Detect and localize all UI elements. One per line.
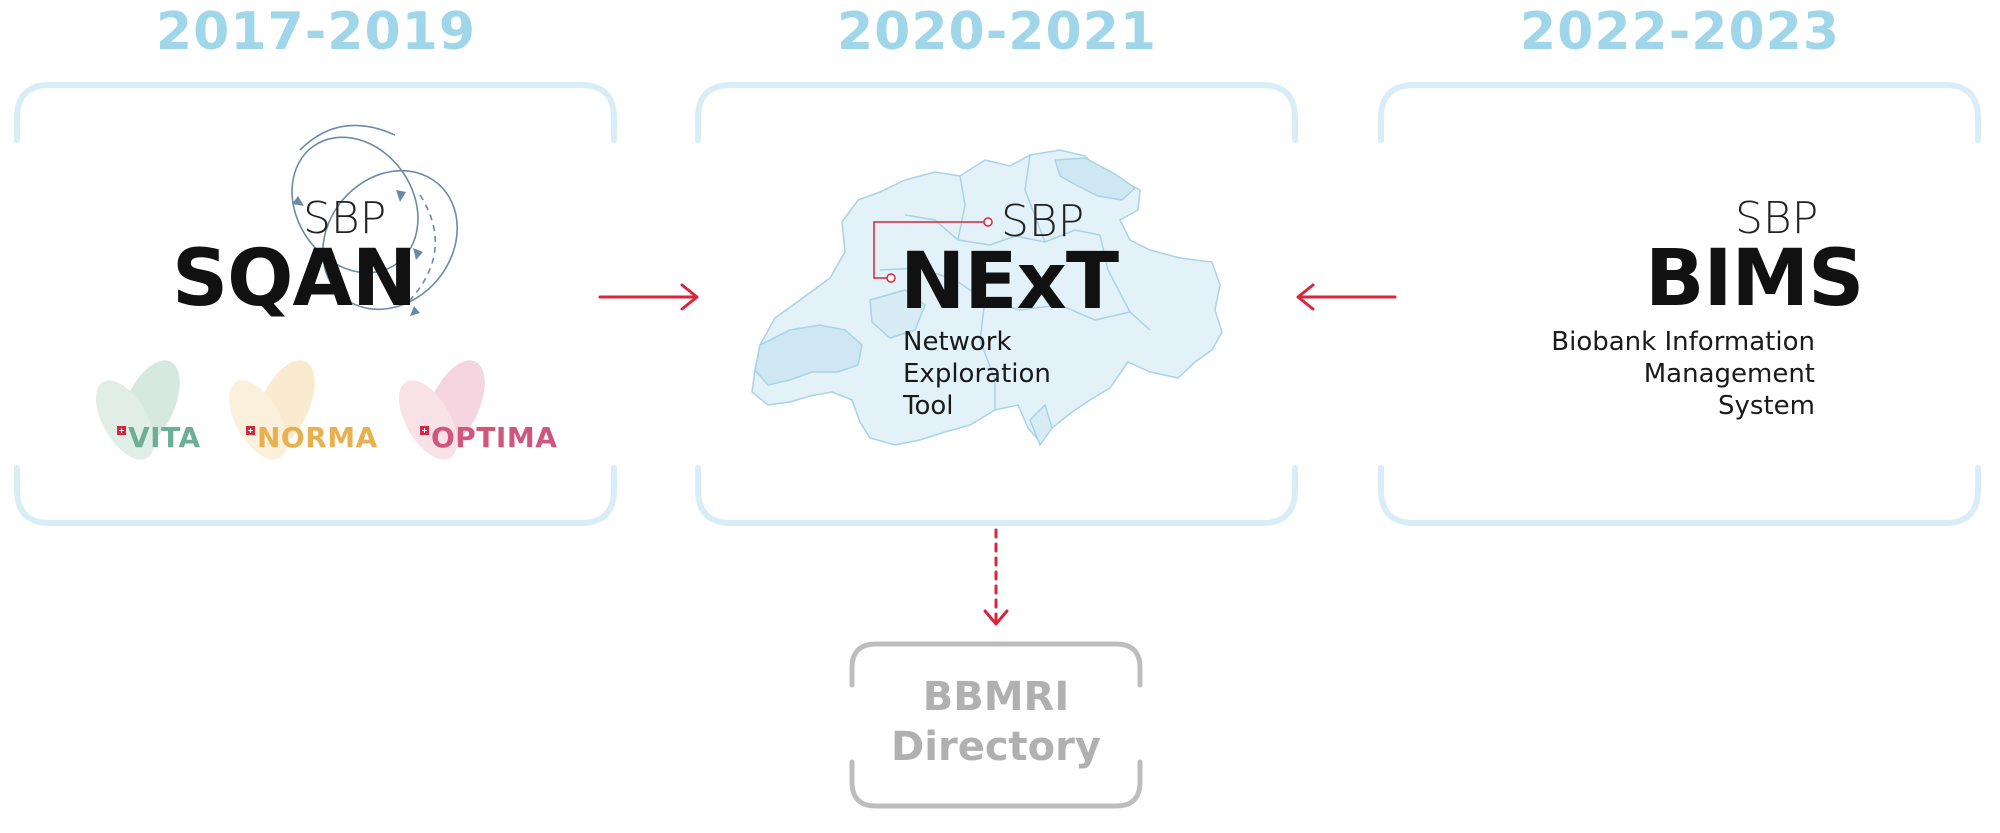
- switzerland-map-icon: [751, 149, 1223, 447]
- arrow-bims-to-next: [1296, 283, 1397, 311]
- sqan-frame: [14, 82, 617, 526]
- period-2020-2021-heading: 2020-2021: [836, 2, 1158, 62]
- orbit-arrowheads-icon: [292, 190, 423, 316]
- program-optima: OPTIMA: [420, 424, 557, 452]
- orbit-logo-icon: [291, 124, 459, 311]
- arrow-sqan-to-next: [598, 283, 699, 311]
- next-prefix: SBP: [1001, 196, 1085, 247]
- swiss-cross-icon: [420, 426, 429, 435]
- program-optima-label: OPTIMA: [431, 421, 558, 454]
- norma-petals-icon: [228, 360, 315, 460]
- next-description: Network Exploration Tool: [903, 327, 1051, 421]
- program-vita: VITA: [117, 424, 201, 452]
- bims-prefix: SBP: [1735, 193, 1819, 244]
- sqan-title: SQAN: [172, 234, 417, 324]
- bbmri-frame: [849, 641, 1143, 809]
- program-vita-label: VITA: [128, 421, 201, 454]
- optima-petals-icon: [398, 360, 485, 460]
- bbmri-directory-label: BBMRI Directory: [891, 674, 1101, 770]
- sqan-prefix: SBP: [303, 193, 387, 244]
- program-norma-label: NORMA: [257, 421, 378, 454]
- arrow-next-to-bbmri: [983, 528, 1009, 626]
- swiss-cross-icon: [246, 426, 255, 435]
- next-frame: [695, 82, 1298, 526]
- next-title: NExT: [900, 237, 1119, 327]
- vita-petals-icon: [95, 360, 180, 460]
- period-2022-2023-heading: 2022-2023: [1519, 2, 1841, 62]
- program-norma: NORMA: [246, 424, 378, 452]
- bims-title: BIMS: [1645, 234, 1864, 324]
- next-connector-icon: [873, 217, 993, 283]
- bims-description: Biobank Information Management System: [1551, 327, 1815, 421]
- period-2017-2019-heading: 2017-2019: [155, 2, 477, 62]
- swiss-cross-icon: [117, 426, 126, 435]
- bims-frame: [1378, 82, 1981, 526]
